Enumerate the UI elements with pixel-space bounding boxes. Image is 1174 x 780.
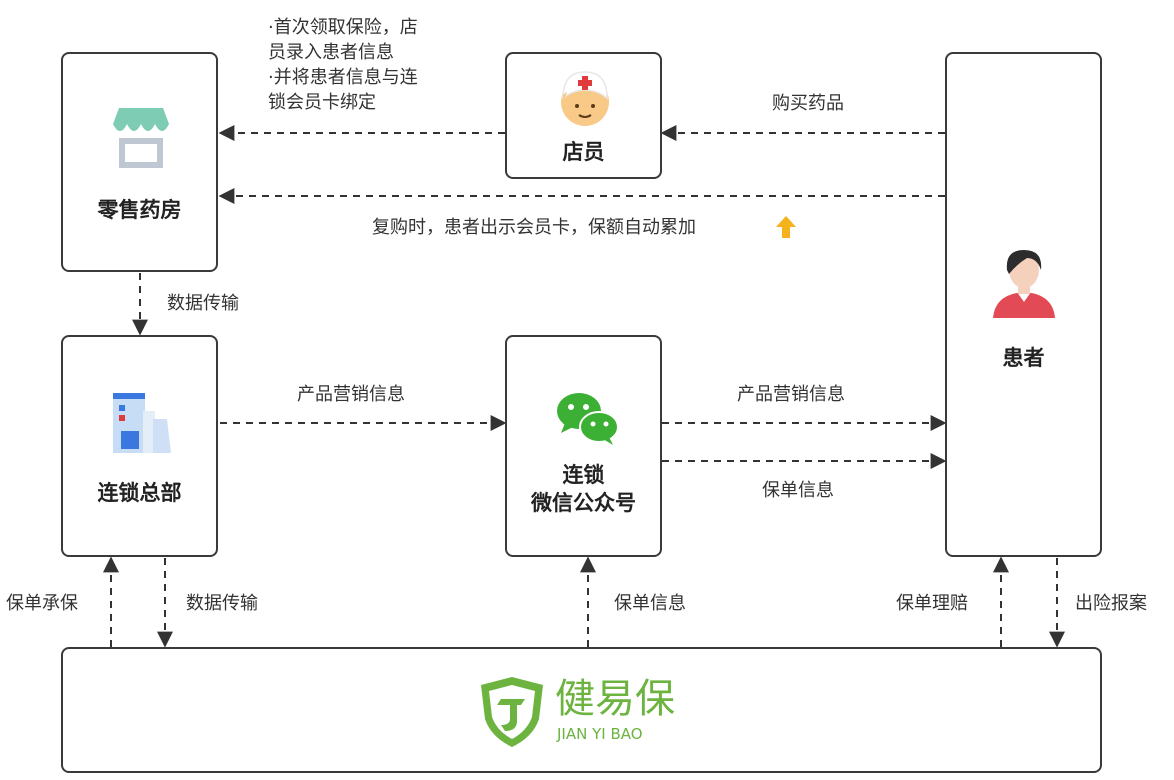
patient-node: 患者 [945,52,1102,557]
label-repurchase: 复购时，患者出示会员卡，保额自动累加 [372,217,696,238]
brand-name-en: JIAN YI BAO [557,725,643,743]
wechat-node: 连锁 微信公众号 [505,335,662,557]
label-policy-info-2: 保单信息 [614,593,686,614]
shield-logo-icon [481,677,543,747]
wechat-icon [557,393,619,445]
label-marketing-1: 产品营销信息 [297,384,405,405]
label-underwriting: 保单承保 [6,593,78,614]
label-buy-medicine: 购买药品 [772,93,844,114]
jianyibao-node: 健易保 JIAN YI BAO [61,647,1102,773]
arrow-up-icon [776,216,796,238]
pharmacy-node: 零售药房 [61,52,218,272]
label-claim: 保单理赔 [896,593,968,614]
clerk-node: 店员 [505,52,662,179]
note-line: 员录入患者信息 [268,42,394,63]
label-report: 出险报案 [1075,593,1147,614]
shop-icon [113,108,169,168]
brand-name-cn: 健易保 [555,676,675,722]
clerk-title: 店员 [562,140,605,164]
label-data-transfer-2: 数据传输 [186,593,258,614]
wechat-title-line2: 微信公众号 [531,491,636,515]
label-marketing-2: 产品营销信息 [737,384,845,405]
patient-title: 患者 [1002,346,1045,370]
hq-title: 连锁总部 [97,481,182,505]
wechat-title-line1: 连锁 [562,463,605,487]
label-data-transfer-1: 数据传输 [167,293,239,314]
hq-node: 连锁总部 [61,335,218,557]
person-icon [993,250,1055,318]
note-line: ·并将患者信息与连 [268,67,418,88]
label-policy-info-1: 保单信息 [762,480,834,501]
first-claim-note: ·首次领取保险，店 员录入患者信息 ·并将患者信息与连 锁会员卡绑定 [268,15,418,115]
nurse-icon [561,71,609,126]
pharmacy-title: 零售药房 [97,198,182,222]
note-line: 锁会员卡绑定 [268,92,376,113]
note-line: ·首次领取保险，店 [268,17,418,38]
building-icon [113,393,171,453]
